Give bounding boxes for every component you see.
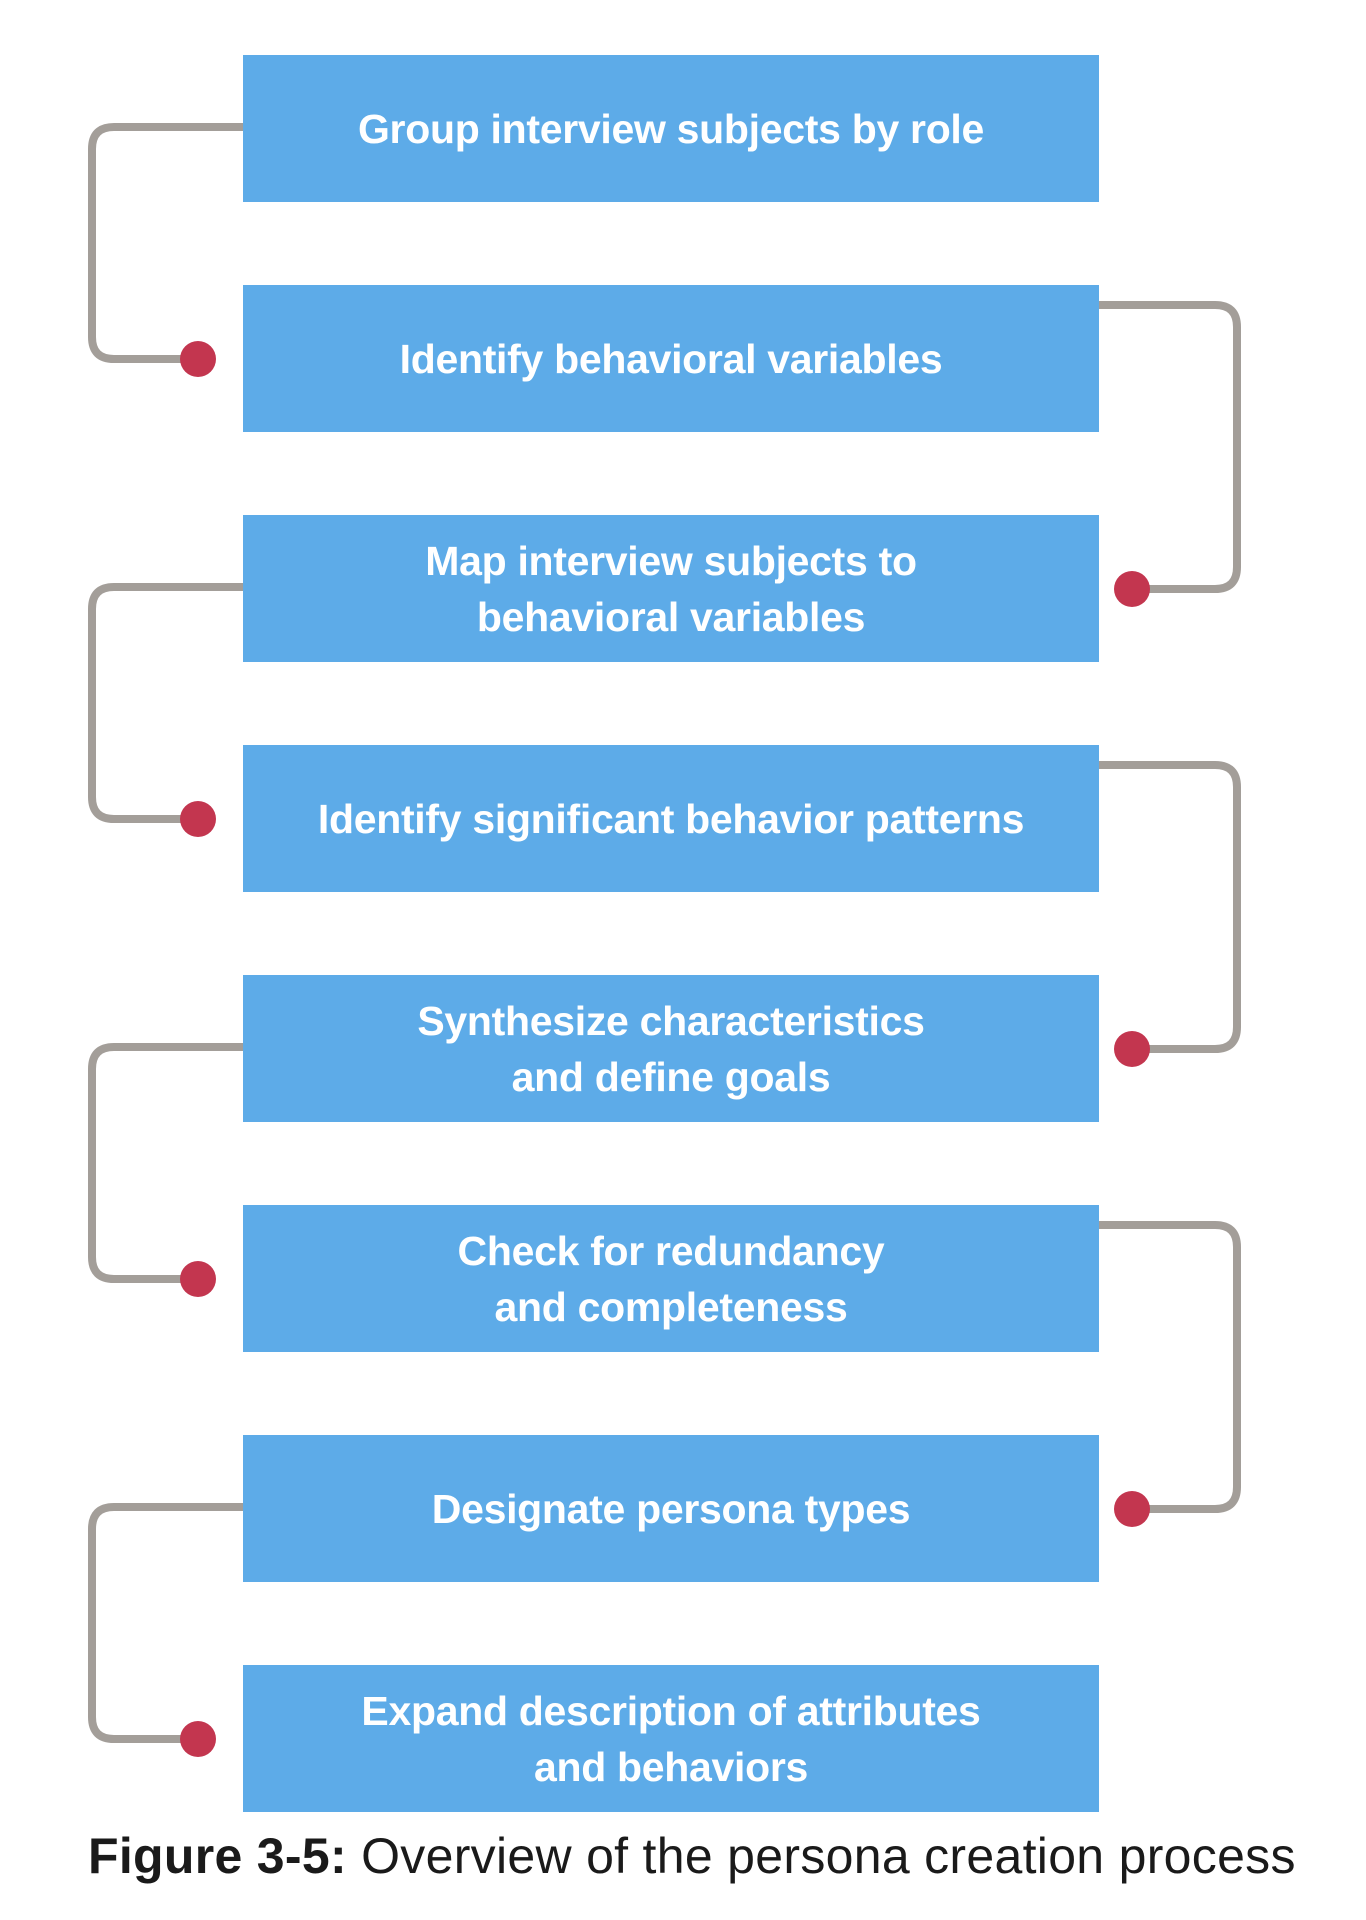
connector-1-to-2 xyxy=(88,123,243,377)
connector-endpoint-dot xyxy=(180,341,216,377)
connector-line xyxy=(88,1503,243,1743)
connector-line xyxy=(1099,301,1241,593)
figure-caption: Figure 3-5: Overview of the persona crea… xyxy=(88,1824,1348,1888)
step-box-5: Synthesize characteristics and define go… xyxy=(243,975,1099,1122)
step-label-7: Designate persona types xyxy=(431,1485,911,1532)
step-label-2: Identify behavioral variables xyxy=(399,335,943,382)
step-box-6: Check for redundancy and completeness xyxy=(243,1205,1099,1352)
connector-5-to-6 xyxy=(88,1043,243,1297)
connector-endpoint-dot xyxy=(1114,1031,1150,1067)
connector-endpoint-dot xyxy=(180,801,216,837)
step-label-6: Check for redundancy and completeness xyxy=(457,1227,885,1330)
figure-caption-label: Figure 3-5: xyxy=(88,1828,347,1884)
step-label-3: Map interview subjects to behavioral var… xyxy=(425,537,917,640)
step-label-5: Synthesize characteristics and define go… xyxy=(417,997,925,1100)
connector-endpoint-dot xyxy=(180,1261,216,1297)
connector-line xyxy=(1099,761,1241,1053)
connector-4-to-5 xyxy=(1099,761,1241,1067)
connector-endpoint-dot xyxy=(1114,1491,1150,1527)
step-box-3: Map interview subjects to behavioral var… xyxy=(243,515,1099,662)
connector-line xyxy=(88,583,243,823)
connector-3-to-4 xyxy=(88,583,243,837)
connector-6-to-7 xyxy=(1099,1221,1241,1527)
step-box-4: Identify significant behavior patterns xyxy=(243,745,1099,892)
connector-line xyxy=(88,1043,243,1283)
connector-7-to-8 xyxy=(88,1503,243,1757)
figure-caption-text: Overview of the persona creation process xyxy=(346,1828,1296,1884)
step-label-1: Group interview subjects by role xyxy=(357,105,985,152)
step-box-1: Group interview subjects by role xyxy=(243,55,1099,202)
step-box-8: Expand description of attributes and beh… xyxy=(243,1665,1099,1812)
connector-line xyxy=(1099,1221,1241,1513)
connector-endpoint-dot xyxy=(180,1721,216,1757)
step-label-4: Identify significant behavior patterns xyxy=(317,795,1025,842)
connector-endpoint-dot xyxy=(1114,571,1150,607)
connector-2-to-3 xyxy=(1099,301,1241,607)
step-label-8: Expand description of attributes and beh… xyxy=(361,1687,981,1790)
step-box-2: Identify behavioral variables xyxy=(243,285,1099,432)
step-box-7: Designate persona types xyxy=(243,1435,1099,1582)
connector-line xyxy=(88,123,243,363)
